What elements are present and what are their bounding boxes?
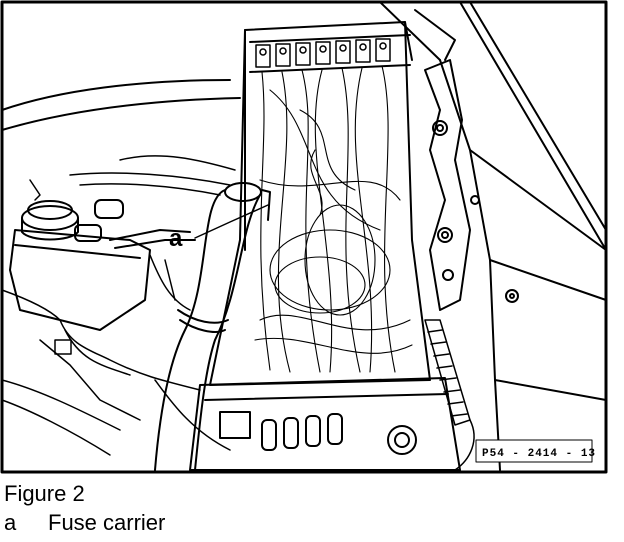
figure-border <box>0 0 608 474</box>
legend-key: a <box>4 510 17 535</box>
brake-lines <box>1 155 236 456</box>
legend-label: Fuse carrier <box>48 510 166 535</box>
hood-hinge <box>414 9 471 311</box>
line-drawing: a P54 - 2414 - 13 <box>0 0 608 474</box>
fender-panel <box>439 59 607 471</box>
figure-caption: Figure 2 a Fuse carrier <box>4 480 604 538</box>
coolant-hose <box>154 182 262 471</box>
caption-title: Figure 2 <box>4 481 85 506</box>
legend-item: a Fuse carrier <box>4 508 604 538</box>
plate-code: P54 - 2414 - 13 <box>482 448 596 460</box>
callout-bracket <box>261 189 271 221</box>
fuse-carrier <box>209 21 431 386</box>
callout-label-a: a <box>169 225 183 252</box>
fuse-box-housing <box>189 377 461 471</box>
corrugated-conduit <box>424 319 475 471</box>
body-panel <box>1 1 607 251</box>
engine-bay-illustration: a P54 - 2414 - 13 <box>0 0 608 474</box>
callout-leader <box>194 204 269 239</box>
plate-code-box <box>475 439 593 463</box>
wiring-harness <box>254 65 413 373</box>
fluid-reservoir <box>9 199 196 331</box>
